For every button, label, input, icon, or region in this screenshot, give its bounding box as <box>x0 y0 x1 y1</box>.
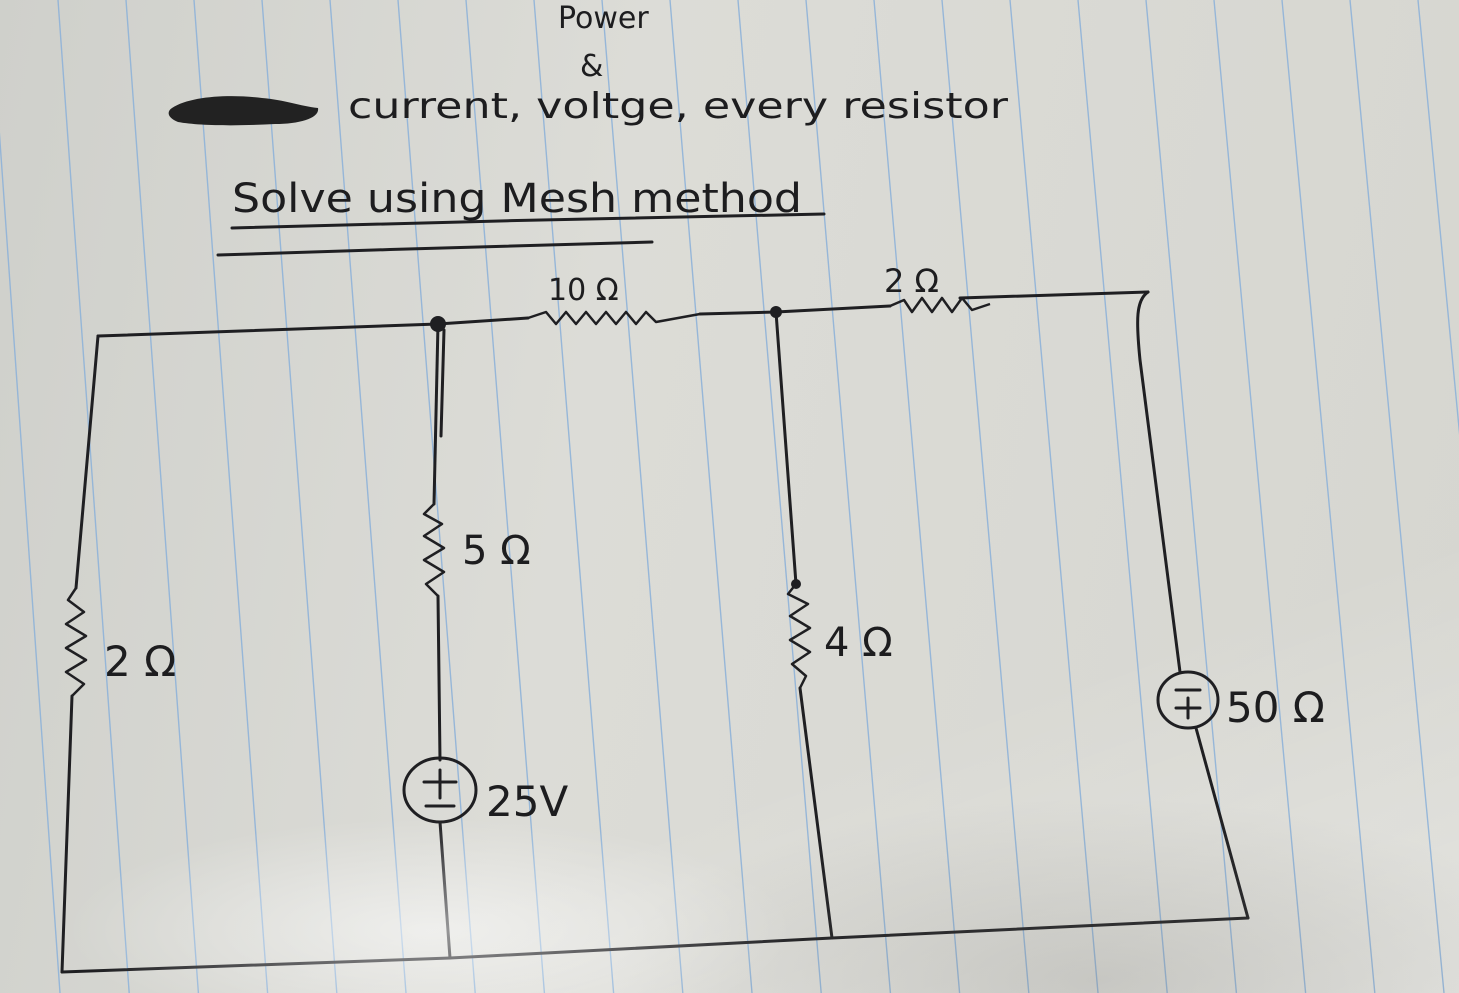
resistor-2-ohm-top <box>889 296 991 314</box>
mid-left-wire-mid <box>436 594 442 762</box>
mid-right-wire-upper <box>774 310 798 586</box>
resistor-10-ohm <box>527 310 701 326</box>
top-wire-c <box>774 304 892 314</box>
title-underline-2 <box>216 240 654 257</box>
mid-left-wire-double <box>439 328 446 438</box>
node-c <box>791 579 801 589</box>
resistor-5-ohm <box>422 503 446 597</box>
mid-right-wire-lower <box>798 686 834 940</box>
note-power: Power <box>558 1 649 36</box>
label-5-ohm: 5 Ω <box>462 528 531 574</box>
right-wire-upper <box>1136 290 1182 674</box>
label-25v: 25V <box>486 777 568 826</box>
left-wire-upper <box>74 334 100 590</box>
note-instruction: Solve using Mesh method <box>232 176 802 222</box>
bottom-wire <box>60 916 1250 974</box>
label-10-ohm: 10 Ω <box>548 273 619 308</box>
scribble-mark <box>168 96 319 126</box>
label-4-ohm: 4 Ω <box>824 620 893 666</box>
label-2-ohm-top: 2 Ω <box>884 262 939 300</box>
source-50-plus <box>1174 696 1202 720</box>
mid-left-wire-upper <box>432 322 440 506</box>
top-wire-right <box>958 290 1150 300</box>
node-b <box>770 306 782 318</box>
left-wire-lower <box>60 694 74 974</box>
source-25v-plus <box>422 768 458 800</box>
node-a <box>430 316 446 332</box>
resistor-4-ohm <box>786 583 812 689</box>
label-2-ohm-left: 2 Ω <box>104 637 176 686</box>
top-wire-b <box>698 310 778 316</box>
top-wire-left <box>96 322 440 338</box>
top-wire-a <box>436 316 530 326</box>
resistor-2-ohm-left <box>64 587 88 697</box>
right-wire-lower <box>1194 726 1250 920</box>
mid-left-wire-lower <box>438 820 452 960</box>
note-topics: current, voltge, every resistor <box>348 86 1008 127</box>
note-ampersand: & <box>580 49 603 84</box>
label-50-ohm: 50 Ω <box>1226 683 1325 732</box>
